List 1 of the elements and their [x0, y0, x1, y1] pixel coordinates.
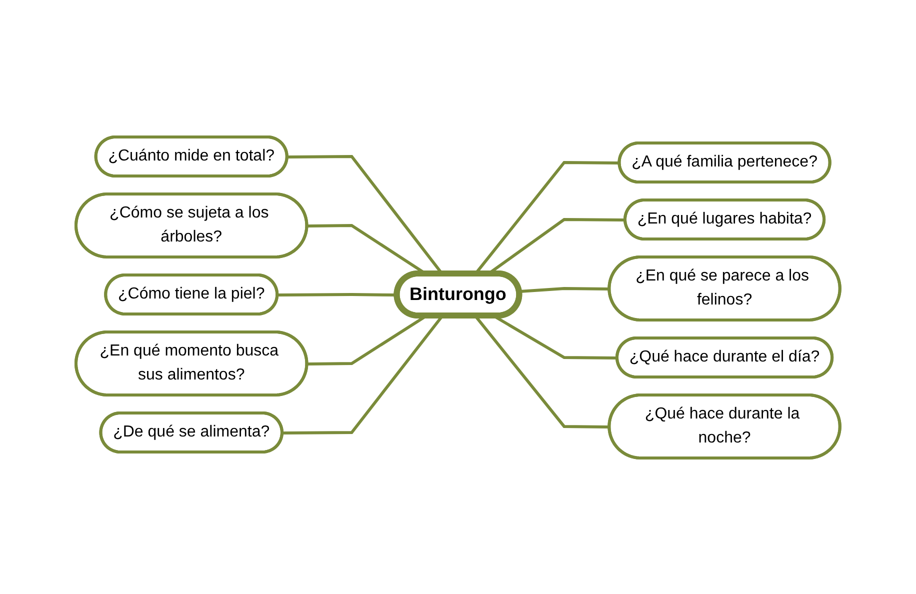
- connector: [519, 286, 610, 293]
